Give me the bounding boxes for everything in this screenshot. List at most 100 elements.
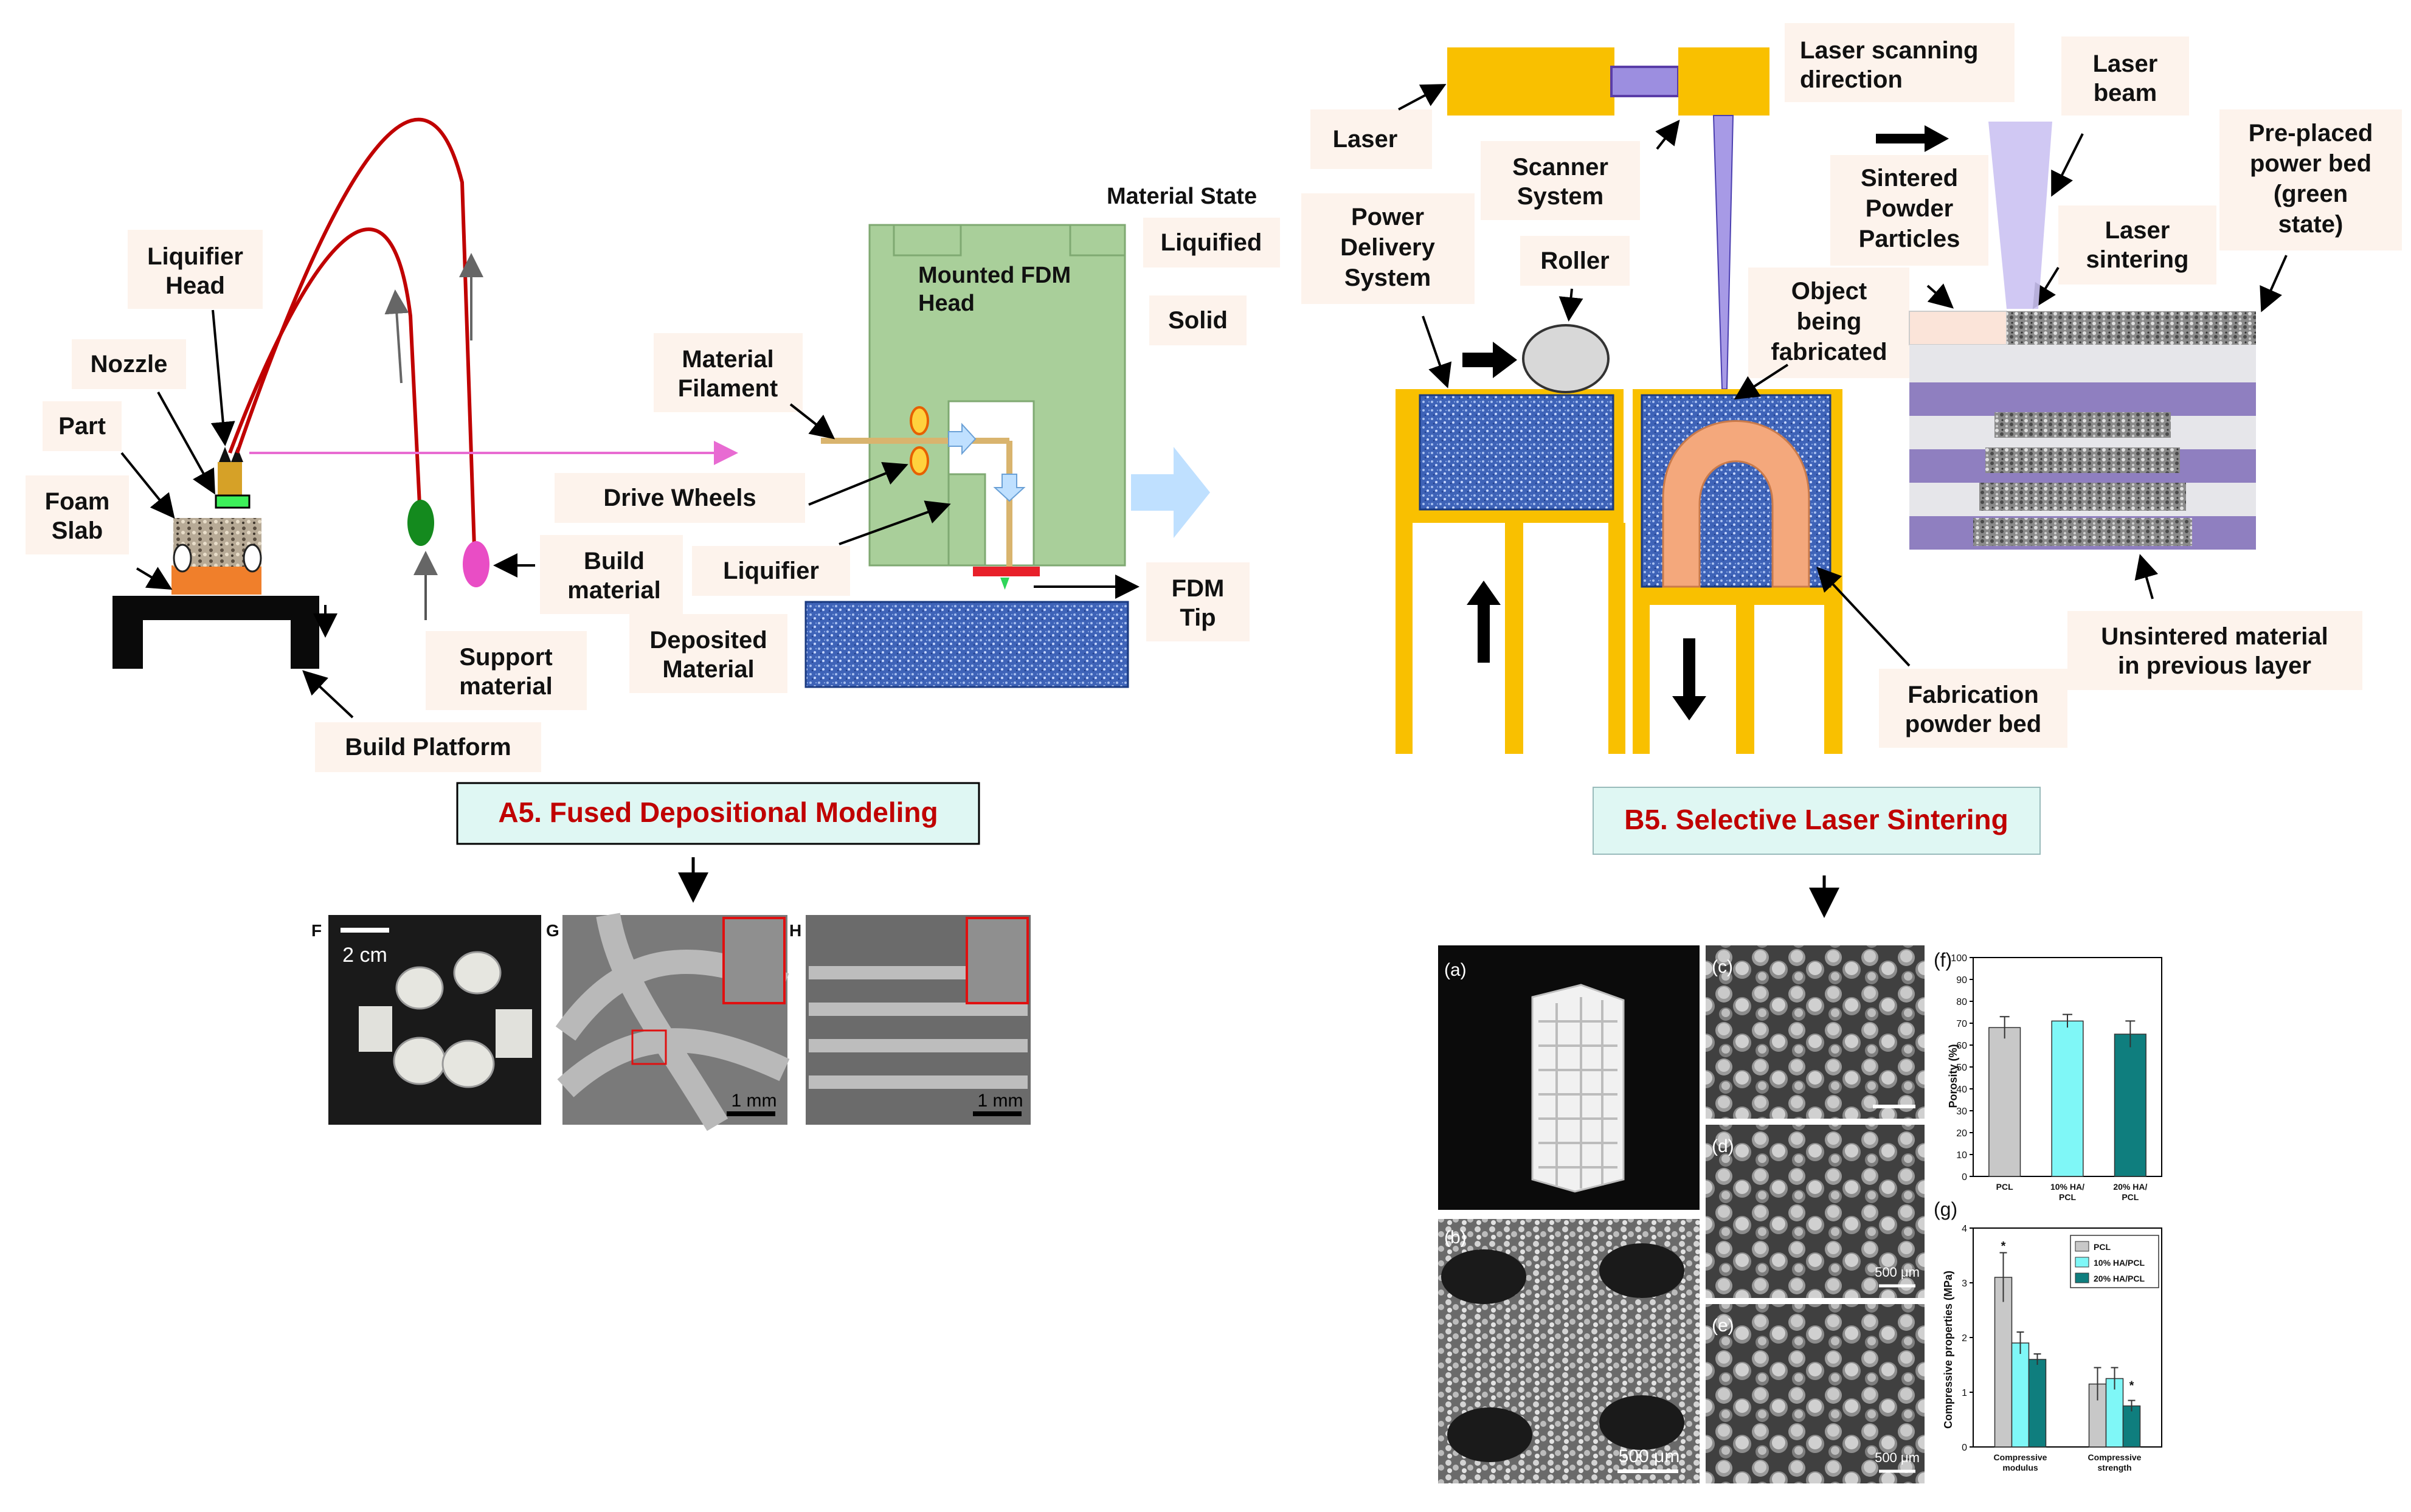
sls-panel-b-pore-4 [1599, 1395, 1684, 1450]
deposited-material-shape [804, 601, 1129, 688]
sls-panel-e: (e) 500 μm [1706, 1304, 1925, 1483]
laser-label-box [1310, 109, 1432, 169]
chart-g-bar [1994, 1277, 2013, 1448]
layer-violet-1 [1909, 382, 2256, 416]
fdm-panel-f-letter: F [311, 921, 322, 940]
sls-panel-d-letter: (d) [1712, 1136, 1734, 1156]
fdm-panel-f: F 2 cm [311, 915, 541, 1125]
fdm-panel-g-letter: G [546, 921, 559, 940]
chart-g-legend-swatch [2075, 1257, 2089, 1268]
nozzle-label: Nozzle [91, 351, 168, 378]
chart-f-xtick-label: 10% HA/PCL [2050, 1182, 2084, 1202]
material-filament-label-box [654, 333, 803, 412]
chart-g-legend-swatch [2075, 1241, 2089, 1252]
chart-g-compressive: (g) Compressive properties (MPa) 01234Co… [1931, 1198, 2174, 1490]
roller-shape [1522, 324, 1610, 393]
liquifier-head-arrow [210, 309, 235, 446]
laser-scanning-direction-label-box [1785, 23, 2015, 102]
support-material-spool [463, 541, 489, 587]
liquified-label-box [1143, 218, 1280, 268]
feed-piston-leg-1 [1396, 523, 1413, 754]
fabrication-bed-arrow [1816, 567, 1911, 667]
fdm-photo-object-2 [453, 951, 502, 995]
fdm-panel-g-zoom-box [631, 1029, 667, 1065]
fdm-head-inner-block [947, 473, 986, 567]
chart-g-bar [2028, 1359, 2047, 1448]
laser-box [1447, 47, 1614, 116]
pre-placed-powder-arrow [2260, 255, 2288, 312]
sls-panel-e-scale: 500 μm [1875, 1450, 1920, 1465]
feed-piston-leg-3 [1608, 523, 1625, 754]
chart-f-ytick-label: 0 [1962, 1172, 1967, 1182]
liquifier-head-label-box [128, 230, 263, 309]
laser-sintering-label-box [2058, 205, 2216, 285]
fdm-panel-h-scale: 1 mm [978, 1091, 1023, 1111]
roller-label: Roller [1540, 247, 1609, 274]
laser-beam-arrow [2051, 133, 2084, 197]
laser-beam-shape [1712, 115, 1734, 390]
build-filament-line [228, 227, 421, 505]
fabrication-bed-label-box [1879, 669, 2067, 748]
sls-panel-b-pore-3 [1447, 1407, 1532, 1462]
chart-g-ylabel: Compressive properties (MPa) [1942, 1271, 1954, 1429]
sls-panel-e-bg [1706, 1304, 1925, 1483]
power-delivery-label-box [1301, 193, 1475, 304]
chart-g-bar [2011, 1342, 2030, 1448]
sls-panel-d: (d) 500 μm [1706, 1125, 1925, 1298]
chart-f-ylabel: Porosity (%) [1947, 1044, 1959, 1108]
grey-arrow-up-1 [384, 289, 409, 384]
build-platform-label-box [315, 722, 541, 772]
liquifier-label: Liquifier [723, 558, 819, 584]
sintered-slice-2 [1985, 447, 2180, 473]
chart-f-bar [1988, 1027, 2021, 1177]
nozzle-shape [215, 494, 251, 509]
chart-f-bar [2114, 1034, 2146, 1177]
sintered-slice-4 [1973, 518, 2192, 546]
drive-wheels-label: Drive Wheels [603, 485, 756, 511]
fdm-tip-nozzle [1000, 578, 1009, 590]
fab-piston-leg-1 [1633, 605, 1650, 754]
drive-wheel-bottom [910, 446, 929, 475]
build-platform-arrow [302, 670, 354, 719]
chart-g-annotation: * [2001, 1240, 2006, 1253]
chart-g-legend-label: 20% HA/PCL [2094, 1274, 2145, 1283]
chart-f-ytick-label: 30 [1956, 1106, 1967, 1117]
chart-f-ytick-label: 80 [1956, 997, 1967, 1007]
fdm-panel-f-scale: 2 cm [342, 944, 387, 967]
chart-f-ytick-label: 50 [1956, 1063, 1967, 1073]
chart-g-ytick-label: 2 [1962, 1333, 1967, 1344]
support-filament-line [235, 117, 476, 548]
pre-placed-powder-label-box [2219, 109, 2402, 250]
sls-panel-b-pore-1 [1441, 1249, 1526, 1304]
support-material-label-box [426, 631, 587, 710]
fdm-photo-object-5 [393, 1037, 446, 1085]
fdm-panel-g-scale: 1 mm [732, 1091, 777, 1111]
build-platform-label: Build Platform [345, 734, 511, 761]
laser-arrow [1398, 84, 1447, 111]
fdm-photo-object-3 [359, 1006, 392, 1052]
scanner-system-label-box [1481, 141, 1640, 220]
sls-panel-e-letter: (e) [1712, 1316, 1734, 1336]
chart-f-xtick-label: 20% HA/PCL [2113, 1182, 2147, 1202]
sintered-slice-3 [1979, 483, 2186, 511]
part-arrow [120, 452, 175, 519]
sls-panel-c-bg [1706, 945, 1925, 1119]
sls-panel-a: (a) [1438, 945, 1700, 1210]
fdm-panel-h: H 1 mm [789, 915, 1031, 1125]
chart-g-legend-label: PCL [2094, 1242, 2111, 1252]
chart-g-legend-swatch [2075, 1272, 2089, 1283]
sls-panel-a-scaffold [1531, 984, 1625, 1193]
fdm-panel-h-inset [966, 917, 1029, 1004]
foam-slab-arrow [136, 567, 173, 590]
layer-light-1 [1909, 345, 2256, 382]
drive-wheel-top [910, 406, 929, 435]
chart-g-ytick-label: 0 [1962, 1443, 1967, 1453]
nozzle-label-box [72, 339, 186, 389]
fdm-caption: A5. Fused Depositional Modeling [498, 796, 938, 828]
